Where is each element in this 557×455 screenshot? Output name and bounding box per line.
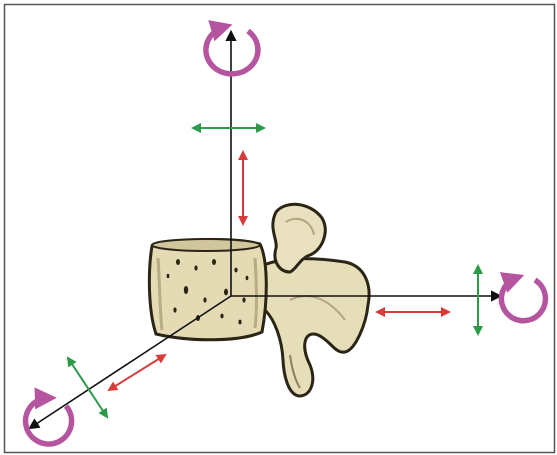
rotation-arrow-icon	[501, 278, 545, 321]
vertebra-body	[149, 240, 266, 340]
rotation-arrow-icon	[206, 27, 258, 74]
coordinate-axes	[30, 32, 500, 428]
translation-arrow-icon	[109, 355, 165, 390]
translation-arrow-icon	[68, 358, 107, 417]
vertebra-illustration	[149, 204, 369, 396]
vertebra-process	[257, 259, 369, 396]
depth-axis	[30, 296, 231, 428]
